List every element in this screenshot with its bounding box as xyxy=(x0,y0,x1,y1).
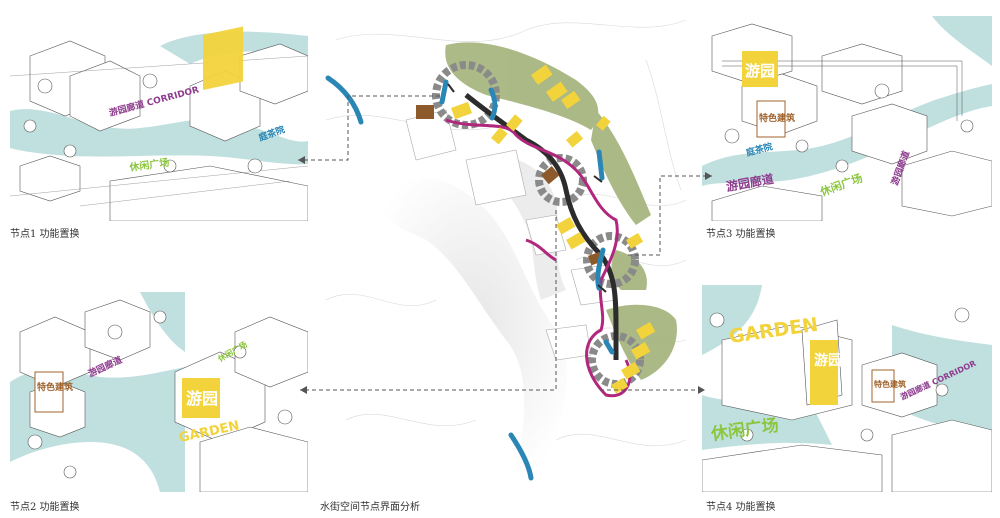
center-caption: 水街空间节点界面分析 xyxy=(320,502,420,513)
youyuan4-label: 游园 xyxy=(814,352,842,369)
feature-building-label: 特色建筑 xyxy=(37,381,73,393)
node2-caption: 节点2 功能置换 xyxy=(10,502,80,513)
node3-panel: 游园 特色建筑 庭茶院 游园廊道 休闲广场 游园廊道 xyxy=(702,16,992,221)
youyuan2-label: 游园 xyxy=(186,389,218,408)
youyuan3-label: 游园 xyxy=(745,62,775,80)
feature-building3-label: 特色建筑 xyxy=(759,112,795,124)
node4-caption: 节点4 功能置换 xyxy=(706,502,776,513)
node1-caption: 节点1 功能置换 xyxy=(10,229,80,240)
feature-building4-label: 特色建筑 xyxy=(874,379,906,389)
center-map xyxy=(316,0,694,500)
node2-panel: 特色建筑 游园廊道 游园 GARDEN 休闲广场 xyxy=(10,292,308,492)
node4-panel: GARDEN 游园 特色建筑 游园廊道 CORRIDOR 休闲广场 xyxy=(702,285,992,492)
node3-caption: 节点3 功能置换 xyxy=(706,229,776,240)
node1-panel: 游园 游园廊道 CORRIDOR 休闲广场 庭茶院 xyxy=(10,16,308,221)
